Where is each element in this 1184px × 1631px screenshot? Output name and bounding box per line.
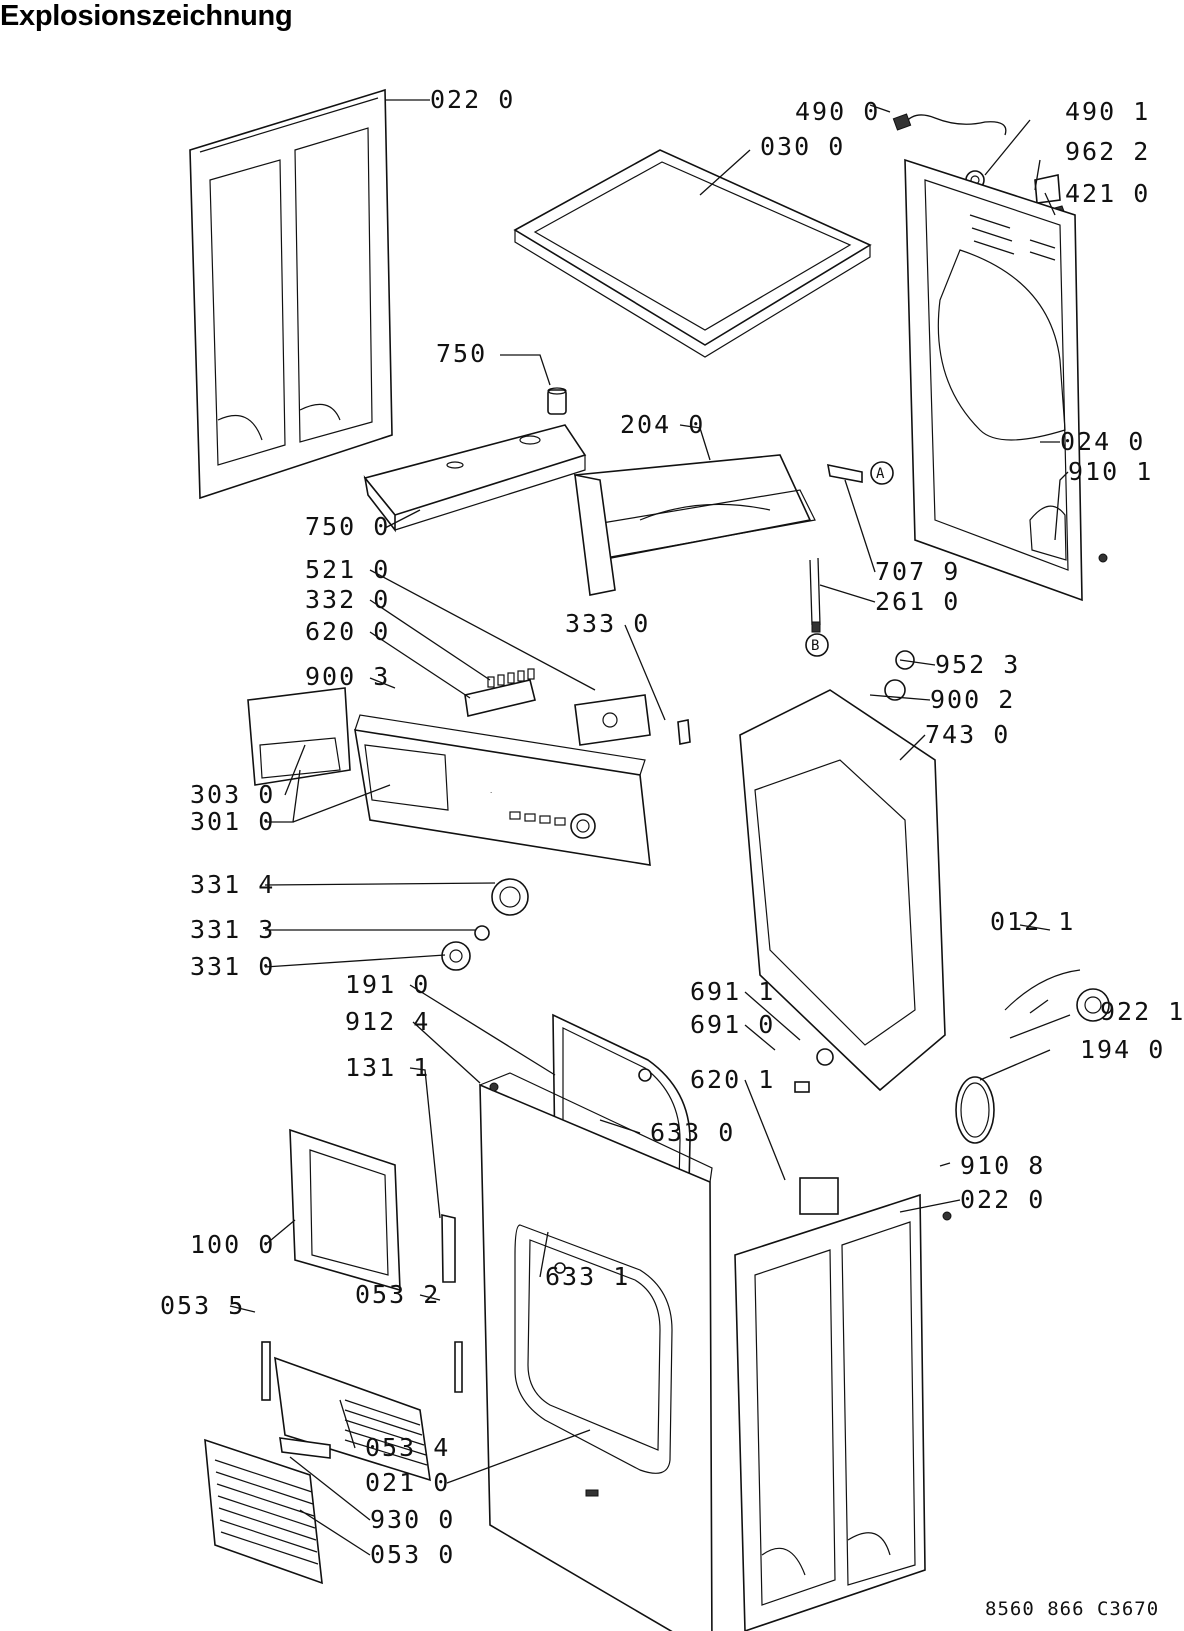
callout-261-0: 261 0 [875,587,960,616]
callout-053-5: 053 5 [160,1291,245,1320]
door-frame [289,1128,456,1292]
control-panel: · [354,714,651,866]
knob-parts [441,878,529,971]
callout-521-0: 521 0 [305,555,390,584]
callout-012-1: 012 1 [990,907,1075,936]
callout-021-0: 021 0 [365,1468,450,1497]
callout-620-1: 620 1 [690,1065,775,1094]
callout-024-0: 024 0 [1060,427,1145,456]
marker-b-label: B [811,638,819,654]
callout-912-4: 912 4 [345,1007,430,1036]
callout-100-0: 100 0 [190,1230,275,1259]
callout-421-0: 421 0 [1065,179,1150,208]
callout-750: 750 [436,339,487,368]
callout-910-8: 910 8 [960,1151,1045,1180]
callout-331-4: 331 4 [190,870,275,899]
service-flap [261,1341,463,1482]
top-cover [513,149,872,358]
callout-750-0: 750 0 [305,512,390,541]
callout-922-1: 922 1 [1100,997,1184,1026]
callout-633-1: 633 1 [545,1262,630,1291]
front-panel [479,1072,713,1631]
callout-131-1: 131 1 [345,1053,430,1082]
drum-housing [739,650,946,1093]
callout-053-2: 053 2 [355,1280,440,1309]
shaft-assembly [1004,969,1110,1039]
callout-962-2: 962 2 [1065,137,1150,166]
callout-900-3: 900 3 [305,662,390,691]
callout-022-0-top: 022 0 [430,85,515,114]
callout-022-0-bottom: 022 0 [960,1185,1045,1214]
side-panel-right [734,1193,952,1631]
callout-691-1: 691 1 [690,977,775,1006]
callout-191-0: 191 0 [345,970,430,999]
marker-a: A [870,461,894,485]
callout-743-0: 743 0 [925,720,1010,749]
brand-mark: · [490,789,492,797]
condensate-channel [573,454,821,633]
leader-lines [229,99,1069,1556]
callout-303-0: 303 0 [190,780,275,809]
callout-331-3: 331 3 [190,915,275,944]
callout-332-0: 332 0 [305,585,390,614]
callout-331-0: 331 0 [190,952,275,981]
sensor-block [799,1177,839,1215]
power-cord [892,113,1007,136]
callout-900-2: 900 2 [930,685,1015,714]
panel-front-small [247,687,351,786]
callout-490-0: 490 0 [795,97,880,126]
callout-490-1: 490 1 [1065,97,1150,126]
callout-204-0: 204 0 [620,410,705,439]
hose-part [827,463,863,483]
callout-labels: 022 0 490 0 490 1 030 0 962 2 421 0 750 … [160,85,1184,1569]
callout-952-3: 952 3 [935,650,1020,679]
rear-panel [904,158,1108,602]
marker-b: B [805,633,829,657]
callout-301-0: 301 0 [190,807,275,836]
callout-707-9: 707 9 [875,557,960,586]
switch-module [464,668,691,746]
small-screws [489,1068,652,1274]
document-number: 8560 866 C3670 [985,1598,1159,1620]
callout-930-0: 930 0 [370,1505,455,1534]
callout-194-0: 194 0 [1080,1035,1165,1064]
callout-691-0: 691 0 [690,1010,775,1039]
callout-030-0: 030 0 [760,132,845,161]
marker-a-label: A [876,466,885,482]
page-title: Explosionszeichnung [0,0,293,32]
seal-ring [955,1076,995,1144]
grille [204,1437,331,1585]
callout-633-0: 633 0 [650,1118,735,1147]
foot-part [547,387,567,415]
callout-333-0: 333 0 [565,609,650,638]
water-container [363,424,587,533]
callout-053-4: 053 4 [365,1433,450,1462]
callout-910-1: 910 1 [1068,457,1153,486]
callout-053-0: 053 0 [370,1540,455,1569]
callout-620-0: 620 0 [305,617,390,646]
side-panel-left [189,88,393,500]
